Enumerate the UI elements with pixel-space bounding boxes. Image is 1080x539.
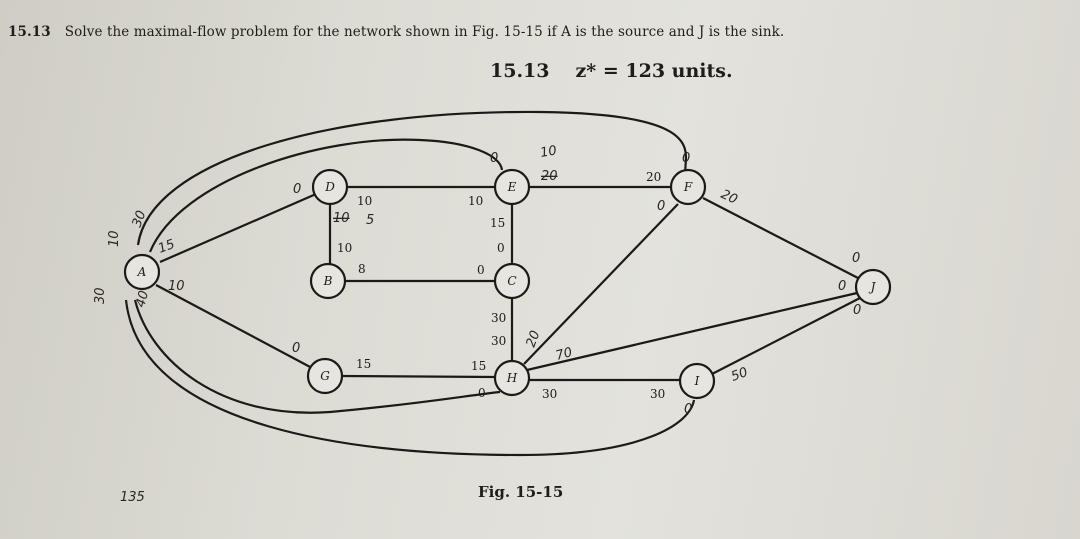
edge-i-j	[711, 297, 861, 375]
cap-d-b: 10	[337, 241, 352, 255]
hand-i-j: 50	[729, 365, 750, 385]
cap-c-h: 30	[491, 311, 506, 325]
answer-line: 15.13 z* = 123 units.	[490, 60, 733, 82]
cap-c-e: 0	[497, 241, 505, 255]
hand-a-bottom: 30	[93, 287, 108, 304]
cap-f-i-top: 20	[646, 170, 661, 184]
svg-text:B: B	[323, 274, 333, 288]
cap-c-left: 0	[477, 263, 485, 277]
cap-h-c: 30	[491, 334, 506, 348]
cap-h-bottom: 0	[478, 386, 486, 400]
hand-f-h: 0	[657, 199, 665, 214]
edge-f-j	[702, 197, 859, 279]
hand-e-top: 0	[490, 151, 498, 166]
hand-a-to-b: 10	[168, 279, 185, 294]
figure-caption: Fig. 15-15	[478, 483, 564, 501]
hand-h-i: 70	[554, 345, 574, 364]
edge-h-j	[526, 291, 858, 372]
svg-text:A: A	[137, 265, 147, 279]
cap-d-e: 10	[357, 194, 372, 208]
svg-text:F: F	[683, 180, 693, 194]
svg-text:C: C	[507, 274, 516, 288]
cap-h-i: 30	[542, 387, 557, 401]
hand-page-note: 135	[120, 490, 145, 505]
svg-text:G: G	[320, 369, 330, 383]
edge-g-h	[340, 374, 497, 379]
svg-text:E: E	[507, 180, 517, 194]
svg-text:I: I	[694, 374, 700, 388]
problem-statement: 15.13 Solve the maximal-flow problem for …	[8, 24, 1068, 40]
hand-a-to-g: 40	[133, 289, 152, 309]
answer-result: z* = 123 units.	[575, 60, 733, 82]
problem-number: 15.13	[8, 24, 51, 40]
hand-j-in-top: 0	[852, 251, 860, 266]
node-a: A	[123, 253, 161, 291]
hand-a-to-d: 15	[156, 237, 177, 257]
hand-e-f-new: 10	[539, 143, 558, 161]
edge-f-h	[523, 203, 679, 365]
node-i: I	[678, 362, 716, 400]
cap-e-c: 15	[490, 216, 505, 230]
node-e: E	[493, 168, 531, 206]
svg-text:J: J	[868, 280, 877, 294]
node-j: J	[854, 268, 892, 306]
cap-h-left: 15	[471, 359, 486, 373]
edge-a-d	[159, 192, 317, 264]
edge-a-h-curve	[133, 299, 501, 414]
node-c: C	[493, 262, 531, 300]
edge-a-e-curve	[148, 138, 504, 253]
hand-a-outer-left: 10	[107, 230, 122, 247]
svg-text:H: H	[506, 371, 518, 385]
svg-text:D: D	[324, 180, 335, 194]
node-f: F	[669, 168, 707, 206]
hand-j-in-bottom: 0	[853, 303, 861, 318]
hand-d-b-new: 5	[366, 213, 374, 228]
cap-i-left: 30	[650, 387, 665, 401]
hand-e-f-struck: 20	[541, 169, 558, 184]
hand-f-top: 0	[682, 151, 690, 166]
hand-c-h: 20	[524, 329, 544, 350]
edge-a-g	[155, 284, 313, 369]
hand-a-outer-top: 30	[130, 209, 150, 230]
hand-j-in-left: 0	[838, 279, 846, 294]
hand-g-in: 0	[292, 341, 300, 356]
node-h: H	[493, 359, 531, 397]
answer-number: 15.13	[490, 60, 550, 82]
problem-text: Solve the maximal-flow problem for the n…	[64, 24, 785, 40]
hand-i-bottom: 0	[684, 402, 692, 417]
hand-f-j: 20	[718, 187, 739, 208]
cap-g-h: 15	[356, 357, 371, 371]
node-g: G	[306, 357, 344, 395]
node-b: B	[309, 262, 347, 300]
cap-e-left: 10	[468, 194, 483, 208]
hand-d-b-struck: 10	[333, 211, 350, 226]
cap-b-c: 8	[358, 262, 366, 276]
node-d: D	[311, 168, 349, 206]
edge-a-e-outer	[136, 110, 688, 246]
hand-d-in: 0	[293, 182, 301, 197]
edge-a-i-curve	[124, 299, 696, 457]
